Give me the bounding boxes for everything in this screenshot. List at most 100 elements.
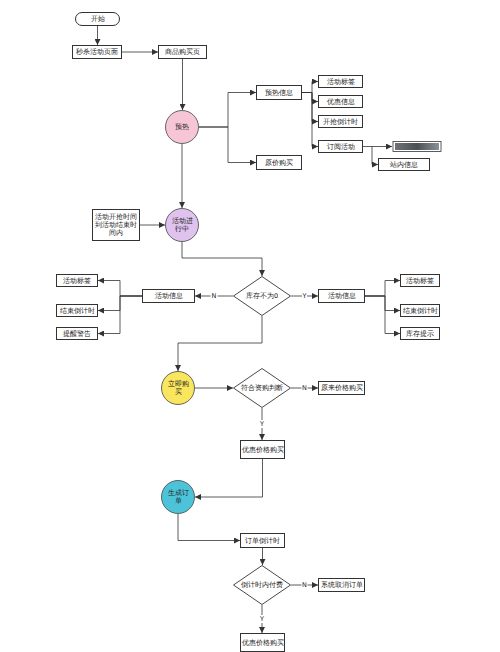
flow-arrow — [178, 514, 240, 541]
state-circle: 活动进行中 — [165, 208, 199, 242]
edge-label: N — [301, 581, 308, 589]
flow-arrow — [262, 548, 263, 565]
flow-arrow — [302, 93, 318, 122]
flow-arrow — [363, 147, 378, 165]
decision-diamond: 库存不为0 — [233, 276, 291, 316]
flow-arrow — [182, 242, 262, 276]
process-box: 预热信息 — [256, 85, 302, 100]
flow-arrow — [122, 52, 158, 53]
flow-arrow — [199, 93, 256, 128]
node-text: 活动信息 — [328, 292, 356, 300]
flow-arrow — [98, 296, 142, 334]
node-text: 活动进行中 — [169, 217, 195, 233]
edge-label: N — [301, 384, 308, 392]
process-box: 原来价格购买 — [318, 381, 365, 395]
process-box: 优惠价格购买 — [240, 633, 285, 652]
shape-outline — [234, 566, 291, 605]
node-text: 优惠信息 — [327, 98, 355, 106]
branch-line — [372, 146, 392, 147]
node-text: 秒杀活动页面 — [76, 48, 118, 56]
process-box: 商品购买页 — [158, 45, 207, 59]
process-box: 原价购买 — [256, 155, 302, 170]
node-text: 库存不为0 — [246, 292, 278, 300]
flow-arrow — [98, 281, 142, 297]
node-text: 订单倒计时 — [245, 537, 280, 545]
edge-label: N — [211, 292, 218, 300]
node-text: 订阅活动 — [327, 143, 355, 151]
node-text: 生成订单 — [165, 489, 191, 505]
node-text: 开始 — [91, 15, 105, 23]
flow-arrow — [365, 281, 400, 297]
flow-arrow — [178, 316, 262, 371]
shape-outline — [162, 372, 195, 405]
process-box: 活动标签 — [56, 274, 98, 287]
node-text: 符合资购判断 — [241, 384, 283, 392]
process-box: 秒杀活动页面 — [72, 45, 122, 59]
blurred-box — [393, 142, 441, 152]
shape-outline — [166, 209, 199, 242]
process-box: 提醒警告 — [56, 327, 98, 340]
flow-arrow — [302, 93, 318, 102]
note-box: 活动开抢时间到活动结束时间内 — [92, 209, 140, 241]
flow-arrow — [302, 93, 318, 147]
flow-arrow — [365, 296, 400, 334]
flow-arrow — [199, 127, 256, 163]
shape-outline — [234, 369, 291, 408]
shape-outline — [234, 277, 291, 316]
node-text: 系统取消订单 — [321, 581, 363, 589]
node-text: 活动标签 — [327, 78, 355, 86]
process-box: 系统取消订单 — [318, 578, 365, 592]
node-text: 结束倒计时 — [403, 307, 438, 315]
node-text: 站内信息 — [390, 161, 418, 169]
node-text: 活动开抢时间到活动结束时间内 — [94, 213, 138, 237]
flow-arrow — [182, 144, 183, 208]
node-text: 结束倒计时 — [60, 307, 95, 315]
shape-outline — [162, 481, 195, 514]
node-text: 库存提示 — [406, 330, 434, 338]
node-text: 立即购买 — [165, 380, 191, 396]
process-box: 开抢倒计时 — [318, 115, 363, 128]
node-text: 预热信息 — [265, 89, 293, 97]
blurred-bar — [395, 143, 439, 150]
shape-outline — [166, 111, 199, 144]
node-text: 活动信息 — [155, 292, 183, 300]
node-text: 原价购买 — [265, 159, 293, 167]
process-box: 活动标签 — [400, 274, 440, 287]
process-box: 订阅活动 — [318, 140, 363, 153]
process-box: 库存提示 — [400, 327, 440, 340]
start-terminal: 开始 — [75, 12, 120, 26]
process-box: 站内信息 — [378, 158, 430, 171]
edge-label: Y — [259, 420, 265, 428]
node-text: 商品购买页 — [165, 48, 200, 56]
node-text: 优惠价格购买 — [242, 446, 284, 454]
flow-arrow — [195, 388, 233, 389]
process-box: 优惠信息 — [318, 95, 363, 108]
flow-arrow — [195, 459, 263, 497]
flow-arrow — [97, 26, 98, 45]
state-circle: 预热 — [165, 110, 199, 144]
state-circle: 生成订单 — [161, 480, 195, 514]
node-text: 提醒警告 — [63, 330, 91, 338]
process-box: 优惠价格购买 — [240, 440, 285, 459]
decision-diamond: 符合资购判断 — [233, 368, 291, 408]
edge-label: Y — [259, 615, 265, 623]
node-text: 优惠价格购买 — [242, 639, 284, 647]
node-text: 开抢倒计时 — [323, 118, 358, 126]
node-text: 活动标签 — [406, 277, 434, 285]
node-text: 原来价格购买 — [321, 384, 363, 392]
flow-arrow — [182, 59, 183, 110]
flow-arrow — [302, 82, 318, 93]
node-text: 预热 — [175, 123, 189, 131]
node-text: 活动标签 — [63, 277, 91, 285]
flow-arrow — [365, 296, 400, 311]
process-box: 结束倒计时 — [400, 304, 440, 317]
process-box: 结束倒计时 — [56, 304, 98, 317]
decision-diamond: 倒计时内付费 — [233, 565, 291, 605]
process-box: 活动标签 — [318, 75, 363, 88]
process-box: 活动信息 — [318, 289, 365, 303]
process-box: 活动信息 — [142, 289, 195, 303]
node-text: 倒计时内付费 — [241, 581, 283, 589]
process-box: 订单倒计时 — [240, 533, 285, 548]
